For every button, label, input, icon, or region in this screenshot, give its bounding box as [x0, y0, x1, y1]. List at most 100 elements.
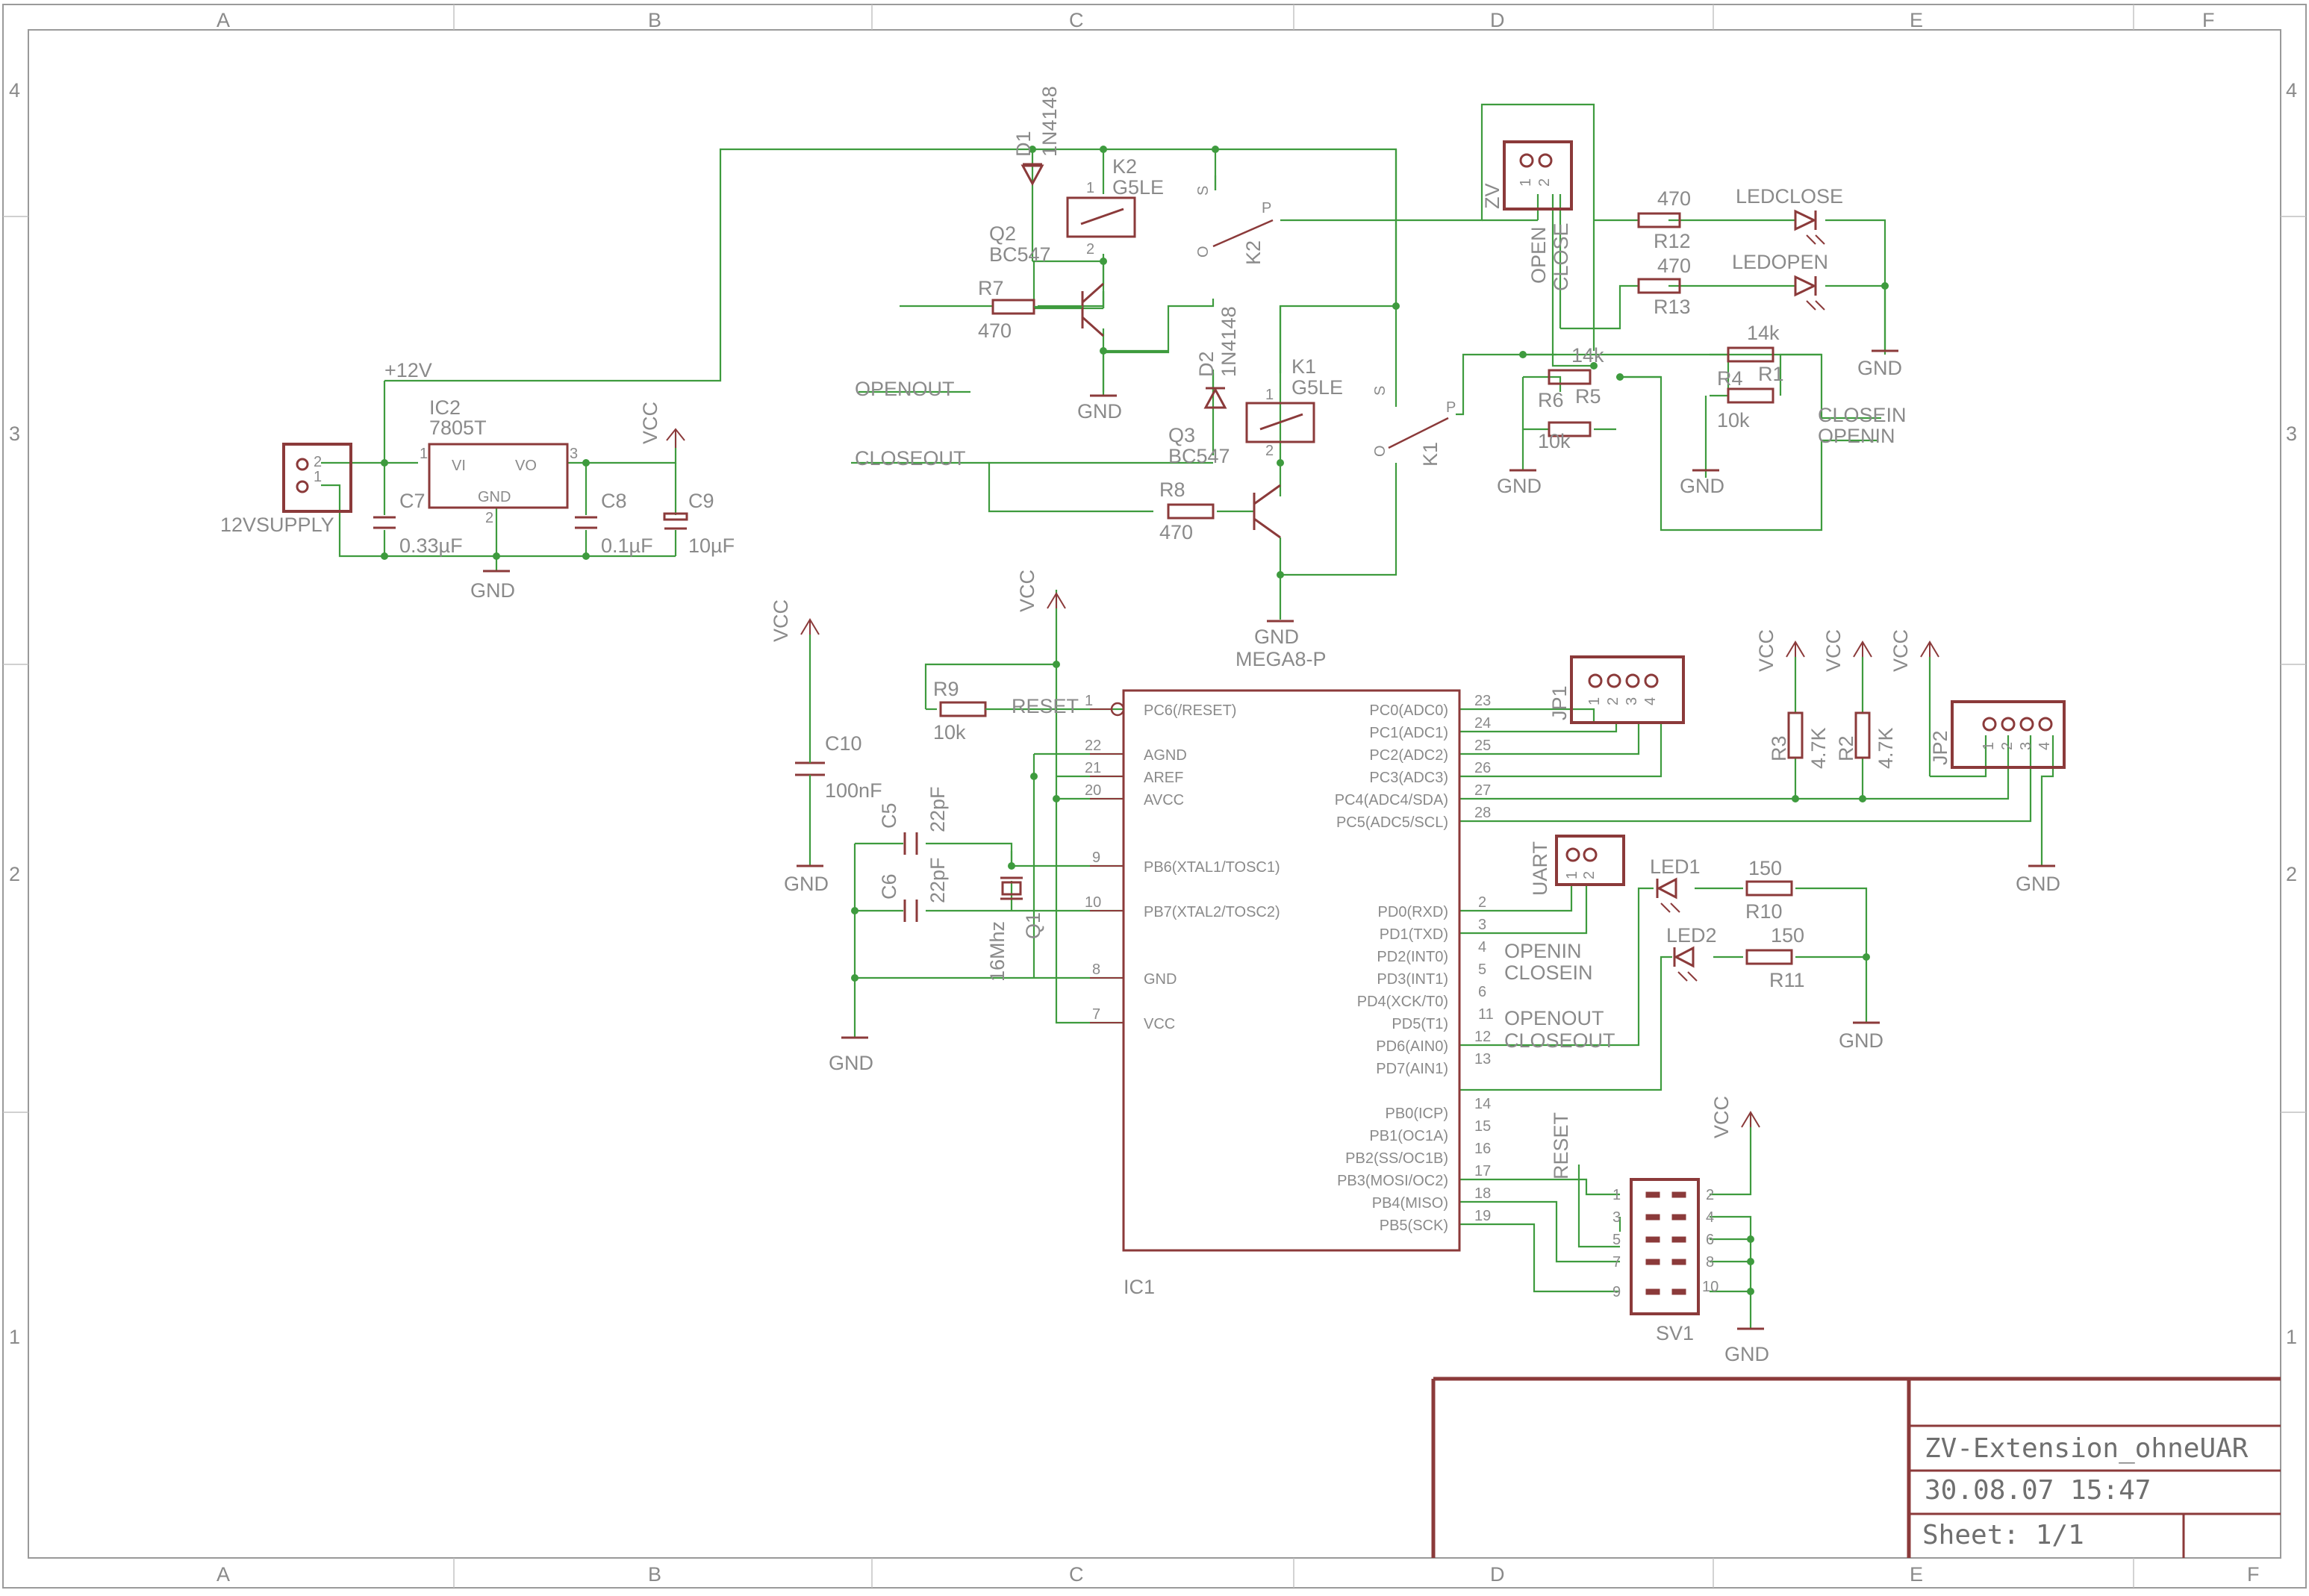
svg-text:K2: K2 [1112, 155, 1137, 178]
title-sheet: Sheet: 1/1 [1922, 1520, 2084, 1550]
vcc-symbol-c10: VCC [770, 599, 820, 642]
reset-net-label-isp: RESET [1550, 1112, 1572, 1179]
svg-text:SV1: SV1 [1656, 1322, 1694, 1344]
svg-text:10µF: 10µF [688, 534, 735, 557]
q2-transistor: Q2 BC547 [989, 222, 1104, 337]
svg-text:R8: R8 [1159, 479, 1185, 501]
closeout-net-label-ic1: CLOSEOUT [1504, 1029, 1615, 1052]
zv-connector: 1 2 ZV OPEN CLOSE [1481, 140, 1573, 291]
svg-text:G5LE: G5LE [1291, 376, 1343, 399]
r2-resistor: R2 4.7K [1835, 711, 1897, 769]
svg-text:PD1(TXD): PD1(TXD) [1380, 926, 1448, 943]
svg-text:2: 2 [1999, 742, 2016, 750]
ic1-left-pins: 1 PC6(/RESET) 22 AGND 21 AREF 20 AVCC 9 … [1085, 693, 1280, 1032]
r3-resistor: R3 4.7K [1768, 711, 1830, 769]
col-label: D [1490, 1563, 1505, 1586]
r6-resistor: R6 10k [1538, 389, 1592, 452]
vcc-symbol-isp: VCC [1710, 1096, 1760, 1138]
svg-text:100nF: 100nF [825, 779, 882, 802]
row-labels: 4 3 2 1 4 3 2 1 [9, 79, 2297, 1348]
row-label: 2 [2286, 863, 2297, 885]
svg-text:24: 24 [1474, 715, 1491, 732]
svg-text:470: 470 [1657, 255, 1691, 277]
svg-text:VCC: VCC [1755, 629, 1777, 672]
svg-text:2: 2 [1605, 697, 1621, 705]
svg-text:PD6(AIN0): PD6(AIN0) [1376, 1038, 1448, 1055]
svg-text:JP1: JP1 [1548, 685, 1571, 720]
svg-text:10k: 10k [1538, 430, 1571, 452]
svg-text:2: 2 [1536, 178, 1553, 187]
vcc-symbol-regulator: VCC [639, 402, 685, 448]
svg-text:R7: R7 [978, 277, 1004, 299]
svg-text:6: 6 [1478, 984, 1486, 1000]
led2-diode: LED2 [1666, 924, 1717, 982]
r1-resistor: 14k R1 [1727, 322, 1784, 385]
svg-text:C6: C6 [878, 873, 900, 900]
row-label: 1 [2286, 1326, 2297, 1348]
k1-switch: S P O K1 [1372, 386, 1456, 467]
wires [321, 103, 2054, 1329]
r5-resistor: 14k R5 [1548, 344, 1604, 408]
row-label: 4 [9, 79, 20, 102]
c7-capacitor: C7 0.33µF [373, 490, 463, 557]
ledopen-diode: LEDOPEN [1732, 251, 1828, 311]
col-label: E [1910, 9, 1923, 31]
row-label: 1 [9, 1326, 20, 1348]
svg-text:22: 22 [1085, 738, 1101, 754]
r8-resistor: R8 470 [1159, 479, 1215, 543]
openin-net-label: OPENIN [1818, 425, 1895, 447]
svg-text:PB7(XTAL2/TOSC2): PB7(XTAL2/TOSC2) [1144, 904, 1280, 920]
svg-text:S: S [1372, 386, 1389, 396]
svg-text:JP2: JP2 [1929, 730, 1951, 765]
svg-text:GND: GND [1497, 475, 1542, 497]
svg-text:PC3(ADC3): PC3(ADC3) [1369, 770, 1448, 786]
k1-relay: K1 G5LE 1 2 [1245, 355, 1343, 459]
svg-text:PB5(SCK): PB5(SCK) [1380, 1218, 1448, 1234]
svg-text:MEGA8-P: MEGA8-P [1235, 648, 1327, 670]
svg-text:14k: 14k [1747, 322, 1780, 344]
openin-net-label-ic1: OPENIN [1504, 940, 1582, 962]
svg-text:10: 10 [1085, 894, 1101, 911]
svg-text:K1: K1 [1419, 442, 1442, 467]
svg-text:GND: GND [1254, 626, 1299, 648]
col-label: A [216, 9, 230, 31]
led1-diode: LED1 [1650, 855, 1701, 913]
svg-text:18: 18 [1474, 1185, 1491, 1202]
svg-text:13: 13 [1474, 1051, 1491, 1067]
svg-text:VCC: VCC [1822, 629, 1845, 672]
c6-capacitor: C6 22pF [878, 857, 949, 922]
svg-text:2: 2 [314, 454, 322, 470]
svg-text:IC1: IC1 [1124, 1276, 1155, 1298]
column-labels-top: A B C D E F [216, 9, 2215, 31]
gnd-symbol-xtal: GND [829, 1036, 873, 1074]
gnd-symbol-leds: GND [1857, 349, 1902, 379]
col-label: E [1910, 1563, 1923, 1586]
svg-text:GND: GND [470, 579, 515, 602]
svg-text:Q2: Q2 [989, 222, 1016, 245]
svg-text:4.7K: 4.7K [1875, 727, 1897, 769]
svg-text:GND: GND [478, 489, 511, 505]
svg-text:GND: GND [1839, 1029, 1883, 1052]
svg-text:14k: 14k [1571, 344, 1604, 367]
svg-text:AVCC: AVCC [1144, 792, 1184, 808]
svg-text:2: 2 [1706, 1187, 1714, 1203]
col-label: F [2247, 1563, 2260, 1586]
svg-text:PD3(INT1): PD3(INT1) [1377, 971, 1448, 988]
gnd-symbol-q2: GND [1077, 394, 1122, 423]
title-name: ZV-Extension_ohneUAR [1925, 1433, 2249, 1464]
col-label: C [1069, 9, 1084, 31]
svg-text:Q3: Q3 [1168, 424, 1195, 446]
svg-text:470: 470 [1657, 187, 1691, 210]
svg-text:PB2(SS/OC1B): PB2(SS/OC1B) [1345, 1150, 1448, 1167]
svg-text:K2: K2 [1242, 240, 1265, 265]
gnd-symbol-c10: GND [784, 864, 829, 895]
vcc-symbols-i2c: VCC VCC VCC [1755, 629, 1939, 672]
svg-text:7: 7 [1092, 1006, 1100, 1023]
svg-text:4: 4 [1642, 697, 1659, 705]
svg-text:1: 1 [420, 446, 428, 462]
supply-label: 12VSUPPLY [220, 514, 334, 536]
svg-text:3: 3 [1612, 1209, 1621, 1226]
svg-text:150: 150 [1771, 924, 1804, 947]
svg-text:LED1: LED1 [1650, 855, 1701, 878]
svg-text:R2: R2 [1835, 735, 1857, 761]
